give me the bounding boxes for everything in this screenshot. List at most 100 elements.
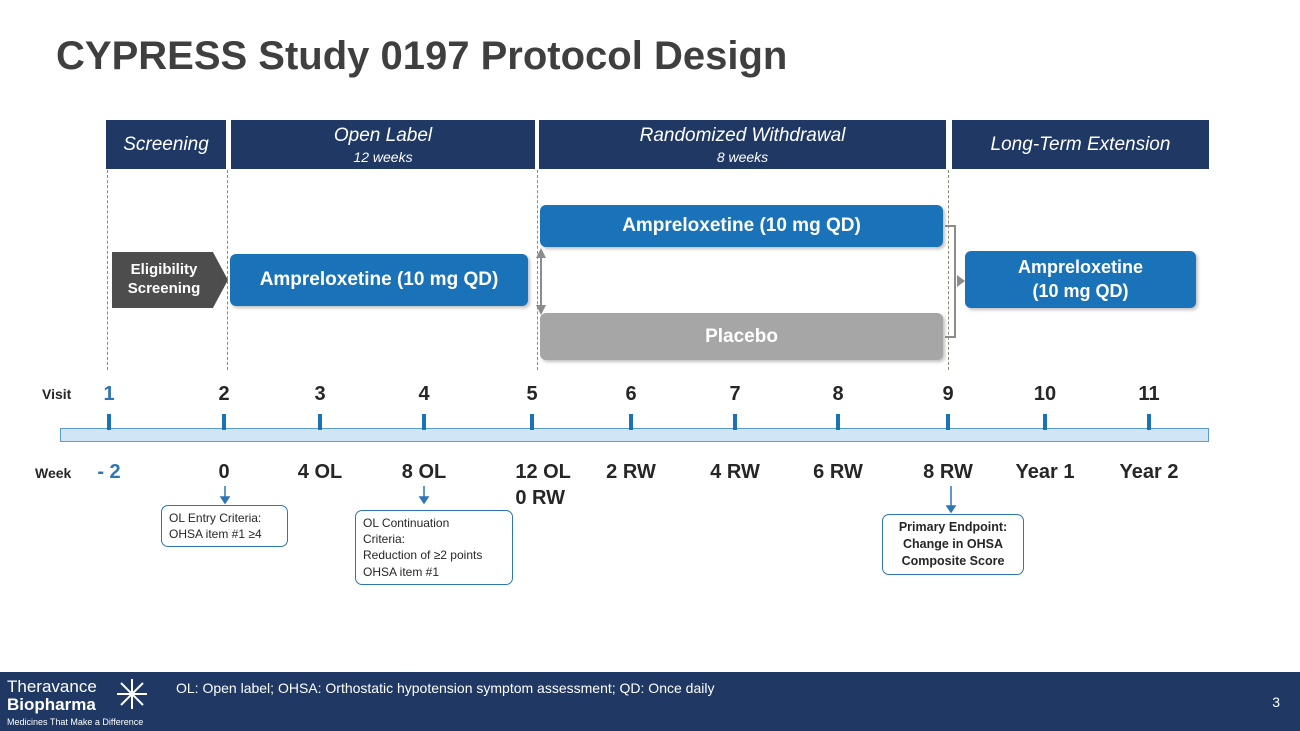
week-label: Year 1	[1016, 459, 1075, 485]
open-label-treatment-label: Ampreloxetine (10 mg QD)	[259, 269, 499, 290]
timeline-bar	[60, 428, 1209, 442]
eligibility-line1: Eligibility	[130, 261, 198, 279]
week-label-line: 8 OL	[401, 461, 447, 483]
ol-entry-criteria-note: OL Entry Criteria: OHSA item #1 ≥4	[161, 505, 288, 548]
week-label-line: - 2	[97, 461, 121, 483]
phase-duration: 12 weeks	[353, 148, 413, 165]
note-line: Criteria:	[363, 532, 406, 547]
note-line: Composite Score	[901, 553, 1005, 568]
phase-duration: 8 weeks	[716, 148, 769, 165]
placebo-label: Placebo	[705, 325, 778, 347]
visit-axis-label: Visit	[42, 386, 72, 402]
pointer-arrow-icon	[945, 505, 957, 514]
note-line: OHSA item #1	[363, 564, 440, 579]
week-label-line: 6 RW	[813, 461, 863, 483]
timeline-tick	[629, 414, 633, 430]
phase-randomized-withdrawal: Randomized Withdrawal 8 weeks	[539, 120, 946, 169]
lte-treatment-line2: (10 mg QD)	[1032, 280, 1129, 301]
timeline-tick	[946, 414, 950, 430]
note-line: Change in OHSA	[902, 536, 1003, 551]
extension-bracket	[945, 225, 956, 338]
week-label-line: 0 RW	[515, 487, 565, 509]
week-label-line: Year 2	[1119, 461, 1179, 483]
phase-divider	[107, 170, 108, 370]
phase-divider	[227, 170, 228, 370]
timeline-tick	[222, 414, 226, 430]
timeline-tick	[1043, 414, 1047, 430]
visit-number: 6	[625, 383, 637, 405]
visit-number: 7	[729, 383, 741, 405]
week-label-line: Year 1	[1015, 461, 1075, 483]
company-logo: Theravance Biopharma Medicines That Make…	[7, 677, 143, 728]
timeline-tick	[836, 414, 840, 430]
note-line: OL Entry Criteria:	[169, 511, 262, 525]
visit-number: 9	[942, 383, 954, 405]
visit-number: 3	[314, 383, 326, 405]
ol-continuation-note: OL Continuation Criteria: Reduction of ≥…	[355, 510, 513, 585]
week-label: 6 RW	[813, 459, 863, 485]
note-line: Reduction of ≥2 points	[363, 548, 483, 563]
visit-number: 1	[103, 383, 115, 405]
phase-long-term-extension: Long-Term Extension	[952, 120, 1209, 169]
phase-open-label: Open Label 12 weeks	[231, 120, 535, 169]
lte-treatment-line1: Ampreloxetine	[1017, 257, 1144, 278]
week-label: 4 OL	[298, 459, 342, 485]
week-label: 0	[218, 459, 229, 485]
visit-number: 2	[218, 383, 230, 405]
footer-bar: Theravance Biopharma Medicines That Make…	[0, 672, 1300, 731]
eligibility-line2: Screening	[127, 280, 201, 297]
timeline-tick	[733, 414, 737, 430]
placebo-box: Placebo	[540, 313, 943, 360]
week-label: - 2	[97, 459, 120, 485]
timeline-tick	[422, 414, 426, 430]
primary-endpoint-note: Primary Endpoint: Change in OHSA Composi…	[882, 514, 1024, 575]
visit-number: 5	[526, 383, 538, 405]
visit-number: 10	[1033, 383, 1057, 405]
abbreviation-footnote: OL: Open label; OHSA: Orthostatic hypote…	[176, 680, 715, 696]
phase-name: Randomized Withdrawal	[639, 124, 846, 146]
week-label-line: 8 RW	[923, 461, 973, 483]
week-label-line: 4 OL	[297, 461, 343, 483]
week-label-line: 12 OL	[515, 461, 571, 483]
week-label: 4 RW	[710, 459, 760, 485]
timeline-tick	[530, 414, 534, 430]
week-label: 8 RW	[923, 459, 973, 485]
visit-number: 4	[418, 383, 430, 405]
timeline-tick	[107, 414, 111, 430]
week-label-line: 2 RW	[606, 461, 656, 483]
week-label: 2 RW	[606, 459, 656, 485]
timeline-tick	[1147, 414, 1151, 430]
logo-line2: Biopharma	[7, 695, 96, 714]
week-label-line: 4 RW	[710, 461, 760, 483]
week-axis-label: Week	[35, 465, 72, 481]
note-line: OL Continuation	[363, 516, 450, 530]
rw-drug-treatment-label: Ampreloxetine (10 mg QD)	[622, 215, 861, 236]
phase-name: Long-Term Extension	[990, 133, 1171, 155]
open-label-treatment-box: Ampreloxetine (10 mg QD)	[230, 254, 528, 306]
phase-divider	[948, 170, 949, 370]
lte-treatment-box: Ampreloxetine (10 mg QD)	[965, 251, 1196, 308]
note-line: Primary Endpoint:	[898, 520, 1008, 534]
arrow-right-icon	[957, 275, 965, 287]
eligibility-screening-arrow: Eligibility Screening	[112, 252, 228, 308]
arrow-up-icon	[536, 248, 546, 258]
arrow-down-icon	[536, 305, 546, 315]
rw-drug-treatment-box: Ampreloxetine (10 mg QD)	[540, 205, 943, 247]
phase-divider	[537, 170, 538, 370]
phase-screening: Screening	[106, 120, 226, 169]
visit-number: 8	[832, 383, 844, 405]
timeline-tick	[318, 414, 322, 430]
week-label: 12 OL 0 RW	[515, 459, 571, 511]
phase-name: Open Label	[333, 124, 433, 146]
week-label-line: 0	[218, 461, 230, 483]
pointer-arrow-icon	[418, 496, 430, 505]
note-line: OHSA item #1 ≥4	[169, 527, 262, 542]
star-logo-icon	[117, 679, 147, 709]
page-number: 3	[1272, 694, 1280, 710]
page-title: CYPRESS Study 0197 Protocol Design	[56, 34, 788, 78]
phase-name: Screening	[123, 133, 209, 155]
week-label: Year 2	[1120, 459, 1179, 485]
logo-line1: Theravance	[7, 677, 97, 696]
